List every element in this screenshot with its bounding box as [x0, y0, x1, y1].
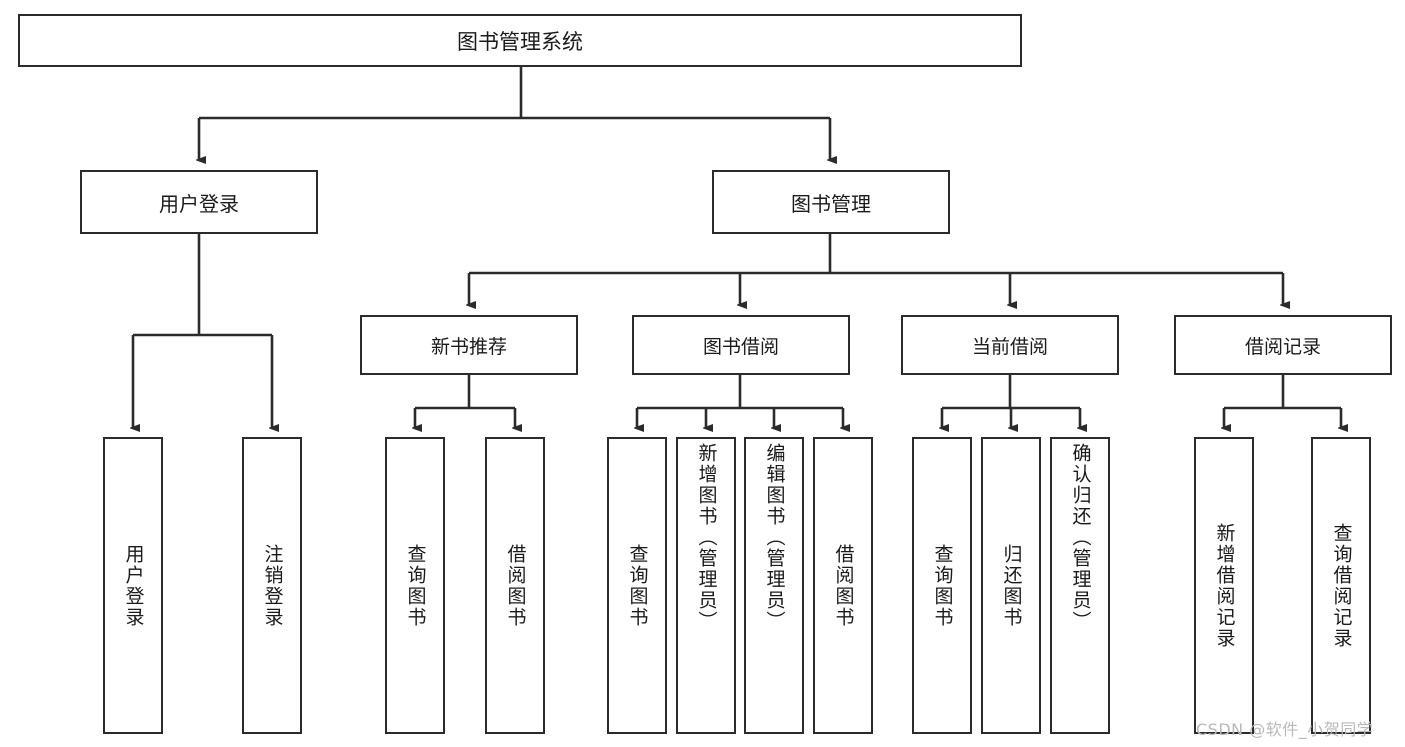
leaf-user-login[interactable]: 用户登录 [103, 437, 163, 734]
node-label: 借阅图书 [504, 543, 527, 628]
leaf-edit-book[interactable]: 编辑图书（管理员） [744, 437, 804, 734]
leaf-query-borrow-record[interactable]: 查询借阅记录 [1311, 437, 1371, 734]
leaf-add-book[interactable]: 新增图书（管理员） [676, 437, 736, 734]
node-label: 图书管理系统 [457, 29, 583, 54]
node-borrow-record[interactable]: 借阅记录 [1174, 315, 1392, 375]
node-current-borrow[interactable]: 当前借阅 [901, 315, 1119, 375]
node-label: 图书借阅 [702, 335, 779, 358]
node-label: 借阅记录 [1244, 335, 1321, 358]
node-label: 新增借阅记录 [1213, 522, 1236, 649]
node-label: 用户登录 [159, 191, 239, 216]
node-label: 新增图书（管理员） [695, 443, 718, 632]
node-label: 用户登录 [122, 543, 145, 628]
watermark-text: CSDN @软件_小贺同学 [1196, 720, 1374, 739]
leaf-query-book-current[interactable]: 查询图书 [912, 437, 972, 734]
leaf-borrow-book-recommend[interactable]: 借阅图书 [485, 437, 545, 734]
node-label: 新书推荐 [430, 335, 507, 358]
node-book-management[interactable]: 图书管理 [712, 170, 950, 234]
leaf-borrow-book[interactable]: 借阅图书 [813, 437, 873, 734]
node-label: 当前借阅 [971, 335, 1048, 358]
node-label: 归还图书 [1000, 543, 1023, 628]
node-label: 查询借阅记录 [1330, 522, 1353, 649]
node-label: 注销登录 [261, 543, 284, 628]
leaf-confirm-return[interactable]: 确认归还（管理员） [1050, 437, 1110, 734]
node-label: 确认归还（管理员） [1069, 443, 1092, 632]
node-label: 借阅图书 [832, 543, 855, 628]
node-label: 编辑图书（管理员） [763, 443, 786, 632]
node-label: 查询图书 [404, 543, 427, 628]
leaf-query-book-borrow[interactable]: 查询图书 [607, 437, 667, 734]
node-label: 图书管理 [791, 191, 871, 216]
node-label: 查询图书 [626, 543, 649, 628]
node-user-login[interactable]: 用户登录 [80, 170, 318, 234]
leaf-query-book-recommend[interactable]: 查询图书 [385, 437, 445, 734]
leaf-add-borrow-record[interactable]: 新增借阅记录 [1194, 437, 1254, 734]
leaf-return-book[interactable]: 归还图书 [981, 437, 1041, 734]
node-book-management-system[interactable]: 图书管理系统 [18, 14, 1022, 67]
node-label: 查询图书 [931, 543, 954, 628]
node-book-borrow[interactable]: 图书借阅 [632, 315, 850, 375]
leaf-logout-login[interactable]: 注销登录 [242, 437, 302, 734]
node-new-book-recommend[interactable]: 新书推荐 [360, 315, 578, 375]
